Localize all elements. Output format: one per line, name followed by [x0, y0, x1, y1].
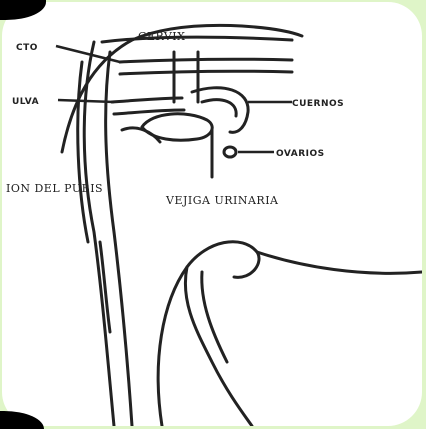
label-recto: CTO — [16, 43, 38, 53]
uterine-horn — [192, 88, 248, 133]
back-outline — [62, 25, 302, 152]
hind-leg-left — [84, 42, 114, 426]
label-cervix: CERVIX — [138, 30, 185, 43]
rectum-tube — [120, 59, 292, 62]
ovary — [224, 147, 236, 157]
rectum-tube-lower — [120, 71, 292, 74]
belly-outline — [158, 242, 259, 426]
anatomy-diagram: CTO CERVIX ULVA CUERNOS OVARIOS ION DEL … — [2, 2, 422, 426]
label-ovarios: OVARIOS — [276, 149, 325, 159]
diagram-card: CTO CERVIX ULVA CUERNOS OVARIOS ION DEL … — [2, 2, 422, 426]
label-cuernos: CUERNOS — [292, 99, 344, 109]
belly-line — [257, 252, 422, 273]
label-pubis: ION DEL PUBIS — [6, 182, 103, 195]
label-vejiga: VEJIGA URINARIA — [165, 194, 279, 207]
uterine-horn-inner — [202, 100, 236, 116]
pubis-bone — [122, 128, 160, 142]
label-vulva: ULVA — [12, 97, 39, 107]
vagina-tube — [112, 98, 182, 102]
